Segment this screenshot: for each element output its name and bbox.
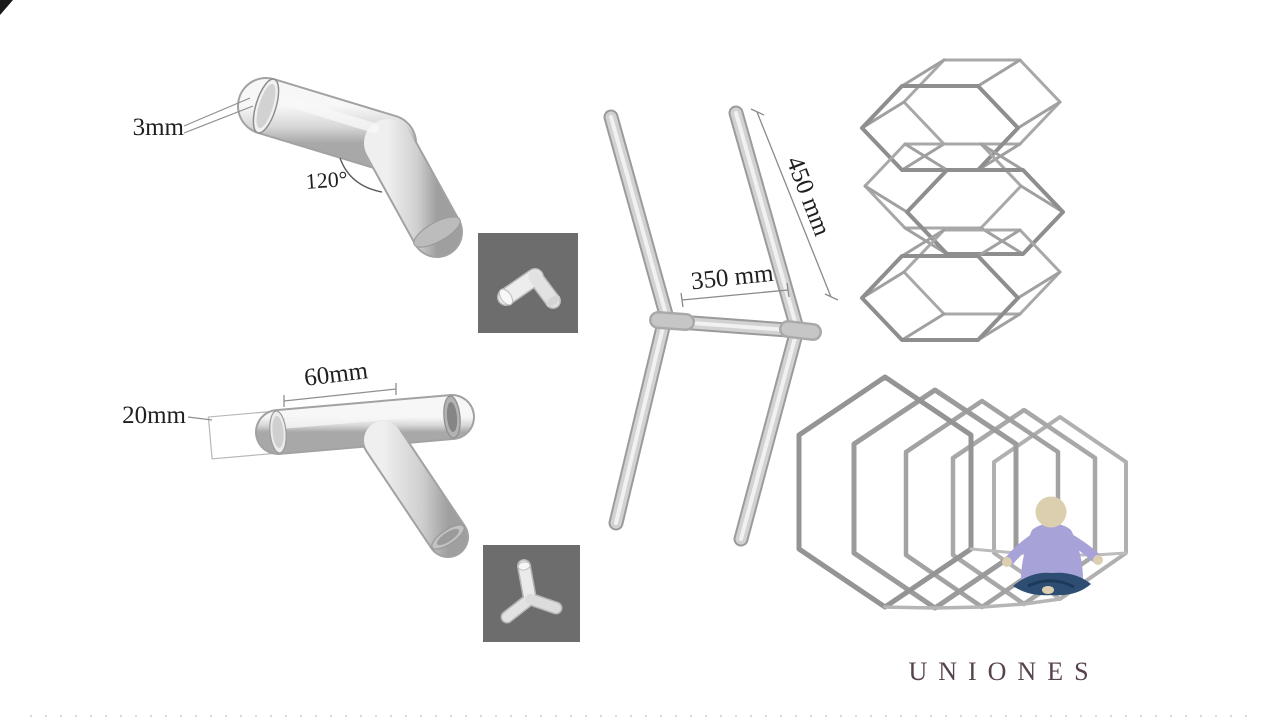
thumb-y-up-arm xyxy=(518,560,536,605)
person-foot xyxy=(1042,586,1054,594)
tunnel-bottom-rail xyxy=(883,597,1062,610)
dim-label-socket-width: 20mm xyxy=(122,402,186,429)
y-connector-drawing: 60mm 20mm xyxy=(122,357,475,558)
frame-right-joint-body xyxy=(781,322,820,339)
corner-mark xyxy=(0,0,13,15)
frame-tubes xyxy=(603,105,809,547)
thumb-y-right-arm xyxy=(525,594,561,613)
y-branch-segment xyxy=(364,421,467,556)
frame-left-joint-body xyxy=(651,313,693,329)
dim-label-socket-length: 60mm xyxy=(303,357,370,392)
person-right-hand xyxy=(1093,555,1103,565)
elbow-end-cap xyxy=(413,216,461,248)
thumb-elbow-opening xyxy=(498,288,514,306)
thumb-y-opening xyxy=(517,561,531,571)
elbow-arm-segment xyxy=(364,119,461,256)
frame-width-dim-line xyxy=(680,282,790,308)
dim-label-frame-strut: 450 mm xyxy=(781,153,836,240)
thumb-elbow-cap xyxy=(546,295,560,307)
y-thumbnail xyxy=(483,545,580,642)
person-torso xyxy=(1021,523,1083,579)
elbow-thumbnail xyxy=(478,233,578,333)
elbow-opening-hole xyxy=(256,83,276,129)
wall-thickness-leader-lines xyxy=(183,97,254,134)
person-left-hand xyxy=(1002,557,1012,567)
hex-stack-unit-3 xyxy=(860,228,1062,342)
person-head xyxy=(1035,496,1067,528)
frame-assembly-drawing: 350 mm 450 mm xyxy=(603,105,839,547)
slide-title: UNIONES xyxy=(908,657,1100,686)
hex-stack-unit-1 xyxy=(860,58,1062,172)
y-left-opening-hole xyxy=(272,416,284,448)
dim-label-bend-angle: 120° xyxy=(305,166,348,194)
person-figure xyxy=(1002,496,1103,596)
y-highlight xyxy=(282,406,443,429)
frame-tube-highlights xyxy=(609,111,803,541)
dim-label-wall-thickness: 3mm xyxy=(133,114,185,141)
y-branch-end-hole xyxy=(436,528,460,546)
elbow-highlight xyxy=(269,92,379,133)
hex-tunnel-drawing xyxy=(796,374,1128,611)
elbow-connector-drawing: 3mm 120° xyxy=(133,77,463,258)
hex-stack-drawing xyxy=(860,58,1065,342)
socket-width-leader xyxy=(187,416,213,421)
dim-label-frame-width: 350 mm xyxy=(690,260,776,296)
bend-angle-arc xyxy=(339,157,383,193)
socket-length-bracket xyxy=(283,383,397,407)
thumb-elbow-arm xyxy=(528,270,560,308)
frame-strut-dim-line xyxy=(750,108,839,301)
y-main-segment xyxy=(257,396,473,453)
person-leg-cross-line xyxy=(1027,579,1075,589)
person-crossed-legs xyxy=(1013,572,1091,596)
y-right-opening-hole xyxy=(446,402,458,432)
